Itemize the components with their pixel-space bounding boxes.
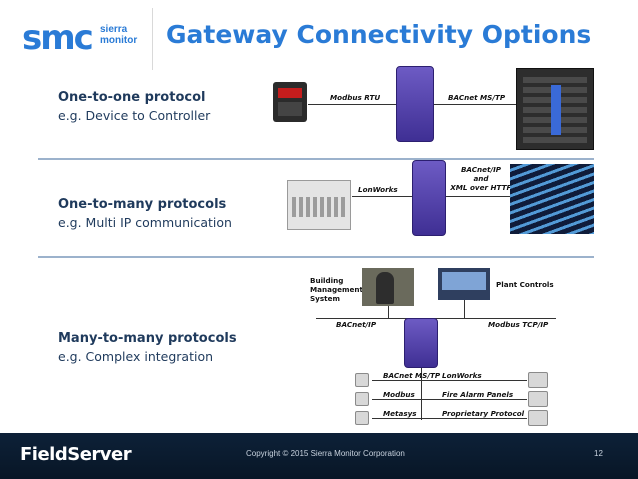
label-line: System	[310, 294, 340, 303]
network-cables-image	[510, 164, 594, 234]
connector-line	[308, 104, 396, 105]
bus-label-modbus-tcp: Modbus TCP/IP	[488, 320, 549, 329]
label-line: Management	[310, 285, 363, 294]
row-separator	[38, 256, 594, 258]
protocol-label-right: LonWorks	[442, 371, 482, 380]
slide-title: Gateway Connectivity Options	[166, 20, 592, 49]
connector-line	[388, 306, 389, 318]
field-device-icon	[355, 373, 369, 387]
connector-line	[372, 399, 422, 400]
logo-sub-line-1: sierra	[100, 24, 128, 35]
connector-line	[446, 196, 510, 197]
protocol-label-left: Metasys	[383, 409, 417, 418]
gateway-trunk-line	[421, 318, 422, 420]
field-device-icon	[355, 411, 369, 425]
row-heading: One-to-one protocol	[58, 90, 206, 105]
footer-bar: FieldServer Copyright © 2015 Sierra Moni…	[0, 433, 638, 479]
row-heading: Many-to-many protocols	[58, 331, 237, 346]
field-device-icon	[355, 392, 369, 406]
lonworks-device	[287, 180, 351, 230]
logo-subtext: sierra monitor	[100, 24, 137, 46]
diagram-label-bacnet-mstp: BACnet MS/TP	[448, 93, 506, 102]
row-many-to-many: Many-to-many protocols e.g. Complex inte…	[58, 331, 237, 364]
field-device-icon	[528, 391, 548, 407]
connector-line	[421, 399, 527, 400]
label-line: BACnet/IP	[460, 165, 502, 174]
diagram-label-bacnet-xml: BACnet/IP and XML over HTTP	[450, 165, 512, 192]
connector-line	[421, 418, 527, 419]
row-subtitle: e.g. Multi IP communication	[58, 215, 232, 230]
copyright-text: Copyright © 2015 Sierra Monitor Corporat…	[246, 449, 405, 458]
gateway-device	[396, 66, 434, 142]
connector-line	[352, 196, 412, 197]
connector-line	[372, 380, 422, 381]
fieldserver-logo: FieldServer	[20, 444, 132, 465]
logo-sub-line-2: monitor	[100, 35, 138, 46]
bms-label: Building Management System	[310, 276, 363, 303]
gateway-device	[412, 160, 446, 236]
label-line: Building	[310, 276, 344, 285]
power-meter-device	[273, 82, 307, 122]
smc-logo: smc sierra monitor	[22, 18, 172, 66]
diagram-label-modbus-rtu: Modbus RTU	[330, 93, 381, 102]
row-heading: One-to-many protocols	[58, 197, 227, 212]
diagram-label-lonworks: LonWorks	[358, 185, 398, 194]
logo-mark: smc	[22, 18, 94, 58]
label-line: XML over HTTP	[450, 183, 512, 192]
protocol-label-right: Fire Alarm Panels	[442, 390, 514, 399]
page-number: 12	[594, 449, 603, 458]
plant-controls-image	[438, 268, 490, 300]
protocol-label-left: BACnet MS/TP	[383, 371, 441, 380]
building-management-image	[362, 268, 414, 306]
protocol-label-right: Proprietary Protocol	[442, 409, 525, 418]
row-one-to-many: One-to-many protocols e.g. Multi IP comm…	[58, 197, 232, 230]
row-subtitle: e.g. Device to Controller	[58, 108, 211, 123]
connector-line	[421, 380, 527, 381]
field-device-icon	[528, 410, 548, 426]
gateway-device	[404, 318, 438, 368]
plant-controls-label: Plant Controls	[496, 280, 554, 289]
label-line: and	[473, 174, 489, 183]
row-separator	[38, 158, 594, 160]
connector-line	[372, 418, 422, 419]
bus-label-bacnet-ip: BACnet/IP	[336, 320, 377, 329]
header-divider	[152, 8, 153, 70]
row-one-to-one: One-to-one protocol e.g. Device to Contr…	[58, 90, 210, 123]
protocol-label-left: Modbus	[383, 390, 415, 399]
controller-device	[516, 68, 594, 150]
row-subtitle: e.g. Complex integration	[58, 349, 214, 364]
connector-line	[464, 300, 465, 318]
connector-line	[434, 104, 516, 105]
field-device-icon	[528, 372, 548, 388]
